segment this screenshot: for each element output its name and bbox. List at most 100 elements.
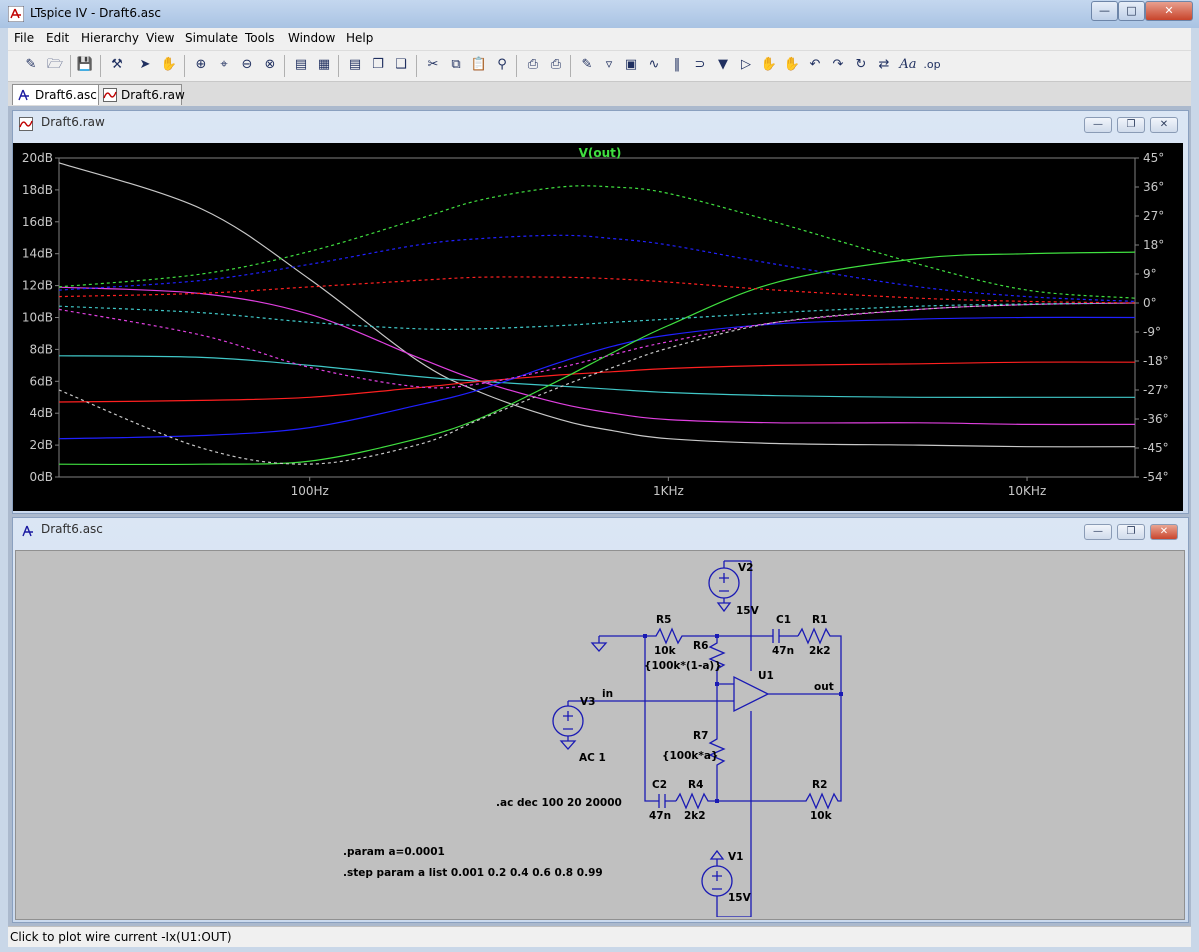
in-net-label[interactable]: in: [602, 688, 613, 700]
phase-trace-8[interactable]: [58, 302, 1136, 331]
menu-hierarchy[interactable]: Hierarchy: [81, 31, 140, 45]
r5-resistor[interactable]: [645, 627, 717, 645]
menu-edit[interactable]: Edit: [46, 31, 70, 45]
step-directive[interactable]: .step param a list 0.001 0.2 0.4 0.6 0.8…: [343, 867, 603, 879]
schematic-minimize-button[interactable]: —: [1084, 524, 1112, 540]
v3-value[interactable]: AC 1: [579, 752, 606, 764]
c2-name[interactable]: C2: [652, 779, 667, 791]
v1-name[interactable]: V1: [728, 851, 743, 863]
r6-value[interactable]: {100k*(1-a)}: [644, 660, 722, 672]
close-button[interactable]: ✕: [1145, 1, 1193, 21]
r5-name[interactable]: R5: [656, 614, 671, 626]
mirror-icon[interactable]: ⇄: [878, 57, 890, 72]
c1-name[interactable]: C1: [776, 614, 791, 626]
capacitor-icon[interactable]: ‖: [673, 57, 681, 72]
magnitude-trace-2[interactable]: [58, 355, 1135, 398]
menu-tools[interactable]: Tools: [245, 31, 275, 45]
rotate-icon[interactable]: ↻: [855, 57, 867, 72]
phase-trace-9[interactable]: [58, 276, 1136, 304]
menu-view[interactable]: View: [146, 31, 175, 45]
r7-resistor[interactable]: [708, 731, 726, 801]
copy-icon[interactable]: ⧉: [451, 57, 461, 72]
wire-pencil-icon[interactable]: ✎: [581, 57, 593, 72]
magnitude-trace-5[interactable]: [58, 251, 1136, 466]
r2-value[interactable]: 10k: [810, 810, 833, 822]
print-setup-icon[interactable]: ⎙: [527, 57, 539, 72]
out-net-label[interactable]: out: [814, 681, 834, 693]
phase-trace-11[interactable]: [58, 185, 1136, 299]
tile-horizontal-icon[interactable]: ▤: [348, 57, 362, 72]
r2-resistor[interactable]: [717, 694, 842, 810]
resistor-icon[interactable]: ∿: [648, 57, 660, 72]
magnitude-trace-3[interactable]: [58, 361, 1136, 403]
phase-trace-6[interactable]: [58, 302, 1136, 465]
v3-name[interactable]: V3: [580, 696, 595, 708]
text-icon[interactable]: Aa: [899, 57, 917, 72]
frequency-response-chart[interactable]: 0dB2dB4dB6dB8dB10dB12dB14dB16dB18dB20dB-…: [13, 143, 1183, 511]
c2-capacitor[interactable]: [656, 794, 676, 808]
ac-directive[interactable]: .ac dec 100 20 20000: [496, 797, 622, 809]
spice-directive-icon[interactable]: .op: [923, 58, 941, 71]
paste-icon[interactable]: 📋: [470, 57, 488, 72]
drag-icon[interactable]: ✋: [783, 57, 801, 72]
v2-value[interactable]: 15V: [736, 605, 760, 617]
r1-resistor[interactable]: [797, 627, 842, 693]
plot-close-button[interactable]: ✕: [1150, 117, 1178, 133]
r7-name[interactable]: R7: [693, 730, 708, 742]
save-icon[interactable]: 💾: [76, 57, 94, 72]
r4-resistor[interactable]: [675, 792, 717, 810]
new-schematic-icon[interactable]: ✎: [25, 57, 37, 72]
menu-help[interactable]: Help: [346, 31, 374, 45]
circuit-diagram[interactable]: V2 15V R5 10k R6 {100k*(1-a)} C1 47n R1 …: [16, 551, 1182, 918]
cut-icon[interactable]: ✂: [427, 57, 439, 72]
zoom-fit-icon[interactable]: ⊗: [264, 57, 276, 72]
plot-restore-button[interactable]: ❐: [1117, 117, 1145, 133]
find-icon[interactable]: ⚲: [497, 57, 507, 72]
r6-resistor[interactable]: [708, 636, 726, 684]
close-windows-icon[interactable]: ❑: [395, 57, 407, 72]
r6-name[interactable]: R6: [693, 640, 708, 652]
zoom-in-icon[interactable]: ⊕: [195, 57, 207, 72]
tab-draft6-raw[interactable]: Draft6.raw: [98, 84, 185, 105]
r7-value[interactable]: {100k*a}: [662, 750, 718, 762]
u1-opamp[interactable]: [733, 675, 770, 713]
print-icon[interactable]: ⎙: [550, 57, 562, 72]
autorange-icon[interactable]: ▤: [294, 57, 308, 72]
plot-minimize-button[interactable]: —: [1084, 117, 1112, 133]
r4-name[interactable]: R4: [688, 779, 703, 791]
move-icon[interactable]: ✋: [760, 57, 778, 72]
param-directive[interactable]: .param a=0.0001: [343, 846, 445, 858]
run-icon[interactable]: ➤: [139, 57, 151, 72]
c1-value[interactable]: 47n: [772, 645, 794, 657]
r4-value[interactable]: 2k2: [684, 810, 706, 822]
window-titlebar[interactable]: LTspice IV - Draft6.asc — □ ✕: [0, 0, 1199, 28]
v2-name[interactable]: V2: [738, 562, 753, 574]
r1-name[interactable]: R1: [812, 614, 827, 626]
c1-capacitor[interactable]: [717, 629, 798, 643]
open-icon[interactable]: 🗁: [46, 57, 64, 72]
magnitude-trace-1[interactable]: [58, 286, 1136, 426]
grid-icon[interactable]: ▦: [317, 57, 331, 72]
label-net-icon[interactable]: ▣: [624, 57, 638, 72]
menu-file[interactable]: File: [14, 31, 35, 45]
v1-value[interactable]: 15V: [728, 892, 752, 904]
schematic-window[interactable]: Draft6.asc — ❐ ✕: [12, 517, 1189, 923]
pan-icon[interactable]: ⌖: [220, 57, 228, 72]
minimize-button[interactable]: —: [1091, 1, 1118, 21]
r1-value[interactable]: 2k2: [809, 645, 831, 657]
r2-name[interactable]: R2: [812, 779, 827, 791]
control-panel-icon[interactable]: ⚒: [111, 57, 123, 72]
halt-icon[interactable]: ✋: [160, 57, 178, 72]
tab-draft6-asc[interactable]: Draft6.asc: [12, 84, 100, 105]
r5-value[interactable]: 10k: [654, 645, 677, 657]
maximize-button[interactable]: □: [1118, 1, 1145, 21]
u1-name[interactable]: U1: [758, 670, 774, 682]
magnitude-trace-4[interactable]: [58, 316, 1136, 440]
schematic-restore-button[interactable]: ❐: [1117, 524, 1145, 540]
ground-icon[interactable]: ▿: [605, 57, 613, 72]
zoom-out-icon[interactable]: ⊖: [241, 57, 253, 72]
phase-trace-10[interactable]: [58, 234, 1136, 302]
menu-window[interactable]: Window: [288, 31, 336, 45]
